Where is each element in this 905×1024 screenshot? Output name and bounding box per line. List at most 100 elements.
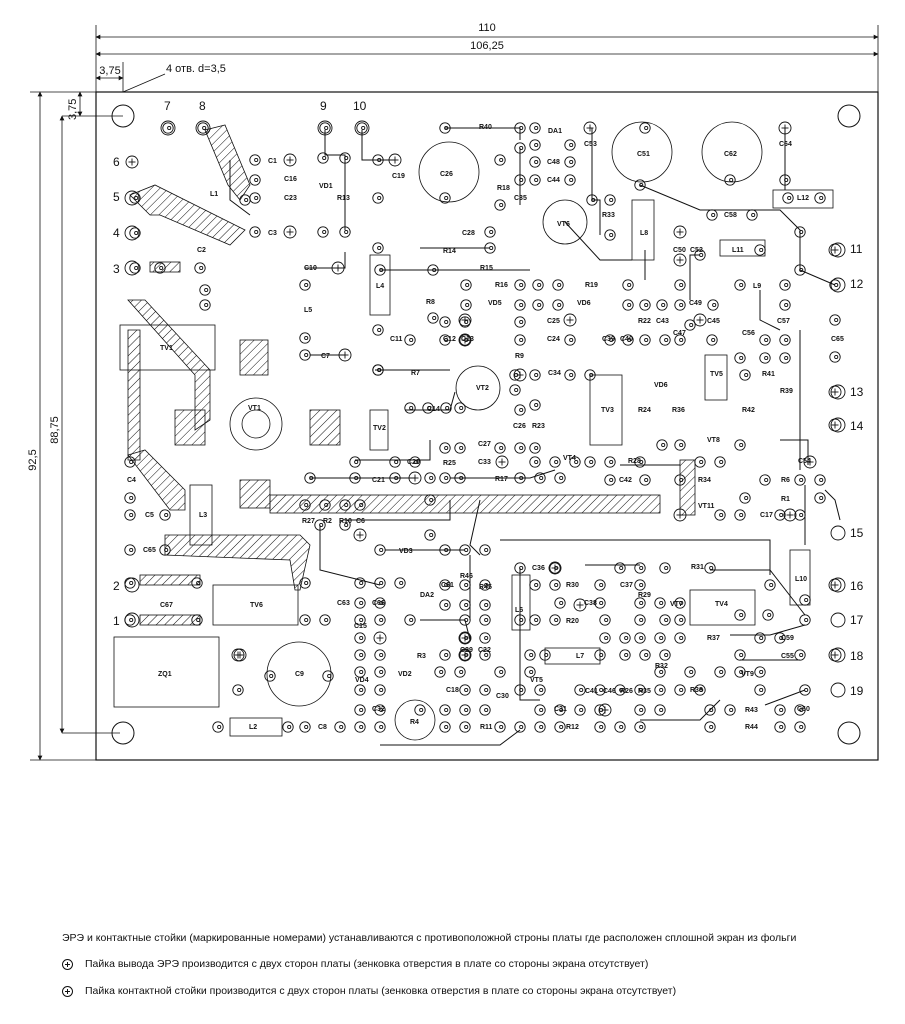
pad (349, 472, 361, 484)
pad (372, 364, 384, 376)
pad (249, 154, 261, 166)
svg-text:C42: C42 (619, 477, 632, 484)
svg-text:VT8: VT8 (707, 437, 720, 444)
svg-text:C10: C10 (304, 265, 317, 272)
pad (459, 614, 471, 626)
pad (754, 632, 766, 644)
svg-text:VT11: VT11 (698, 503, 714, 510)
pad (779, 174, 791, 186)
pad-hole (129, 580, 134, 586)
pad-hole (609, 232, 614, 238)
pad (564, 334, 576, 346)
pad-hole (784, 302, 789, 308)
double-sided-pad (283, 225, 297, 239)
pad-hole (739, 652, 744, 658)
pad-hole (359, 617, 364, 623)
pad (599, 614, 611, 626)
pin-label-3: 3 (113, 262, 120, 276)
pad (694, 249, 706, 261)
pad-hole (624, 635, 629, 641)
pad (439, 192, 451, 204)
pad-hole (799, 512, 804, 518)
svg-text:VD6: VD6 (577, 300, 591, 307)
pad-hole (644, 477, 649, 483)
pad-hole (534, 177, 539, 183)
pad-hole (769, 582, 774, 588)
pad (529, 139, 541, 151)
pad-hole (322, 229, 327, 235)
pad (759, 474, 771, 486)
pad (459, 632, 471, 644)
mounting-holes (111, 104, 861, 745)
pad (197, 122, 209, 134)
pad-hole (679, 687, 684, 693)
pad (724, 704, 736, 716)
pad (299, 349, 311, 361)
pad-hole (327, 673, 332, 679)
pad (779, 352, 791, 364)
pad-hole (699, 252, 704, 258)
pad (554, 597, 566, 609)
pad (459, 649, 471, 661)
double-sided-pad (458, 648, 472, 662)
pin-label-19: 19 (850, 684, 864, 698)
pad (622, 299, 634, 311)
pad-hole (129, 459, 134, 465)
pad-hole (779, 512, 784, 518)
pad (372, 192, 384, 204)
svg-text:R29: R29 (638, 592, 651, 599)
pad-hole (529, 669, 534, 675)
legend-text-1: Пайка вывода ЭРЭ производится с двух сто… (85, 958, 649, 970)
svg-text:R35: R35 (638, 688, 651, 695)
pad (604, 194, 616, 206)
pad (829, 279, 841, 291)
pad-hole (711, 212, 716, 218)
svg-text:VD1: VD1 (319, 183, 333, 190)
pad-hole (379, 724, 384, 730)
pad (794, 226, 806, 238)
pad (529, 156, 541, 168)
pad-hole (554, 459, 559, 465)
double-sided-pad (803, 455, 817, 469)
pad-hole (344, 229, 349, 235)
svg-text:R20: R20 (566, 618, 579, 625)
pin-label-12: 12 (850, 277, 864, 291)
pad-hole (784, 355, 789, 361)
pad (622, 279, 634, 291)
svg-text:C62: C62 (724, 151, 737, 158)
pad-hole (237, 687, 242, 693)
double-sided-pad (283, 153, 297, 167)
pad (552, 279, 564, 291)
svg-text:C57: C57 (777, 318, 790, 325)
pad (439, 704, 451, 716)
pad (159, 544, 171, 556)
pad (779, 334, 791, 346)
svg-text:C37: C37 (620, 582, 633, 589)
contact-post-pad-icon (62, 985, 73, 997)
pad-hole (519, 282, 524, 288)
pad-hole (464, 687, 469, 693)
pad-hole (559, 475, 564, 481)
pad-hole (254, 195, 259, 201)
pad-hole (359, 687, 364, 693)
double-sided-pad (353, 528, 367, 542)
pad-hole (799, 477, 804, 483)
contact-pin-pad (195, 120, 211, 136)
pad (584, 456, 596, 468)
pad-hole (319, 522, 324, 528)
pad (129, 227, 141, 239)
pad-hole (204, 302, 209, 308)
pad (639, 122, 651, 134)
contact-pin-pad (830, 577, 846, 593)
pad (549, 456, 561, 468)
pad (374, 684, 386, 696)
pin-label-17: 17 (850, 613, 864, 627)
pad-hole (444, 319, 449, 325)
pad (534, 684, 546, 696)
pad-hole (779, 707, 784, 713)
double-sided-pad (513, 368, 527, 382)
svg-text:C49: C49 (689, 300, 702, 307)
pad (782, 192, 794, 204)
pad-hole (534, 372, 539, 378)
dim-offset-y: 3,75 (67, 99, 79, 120)
